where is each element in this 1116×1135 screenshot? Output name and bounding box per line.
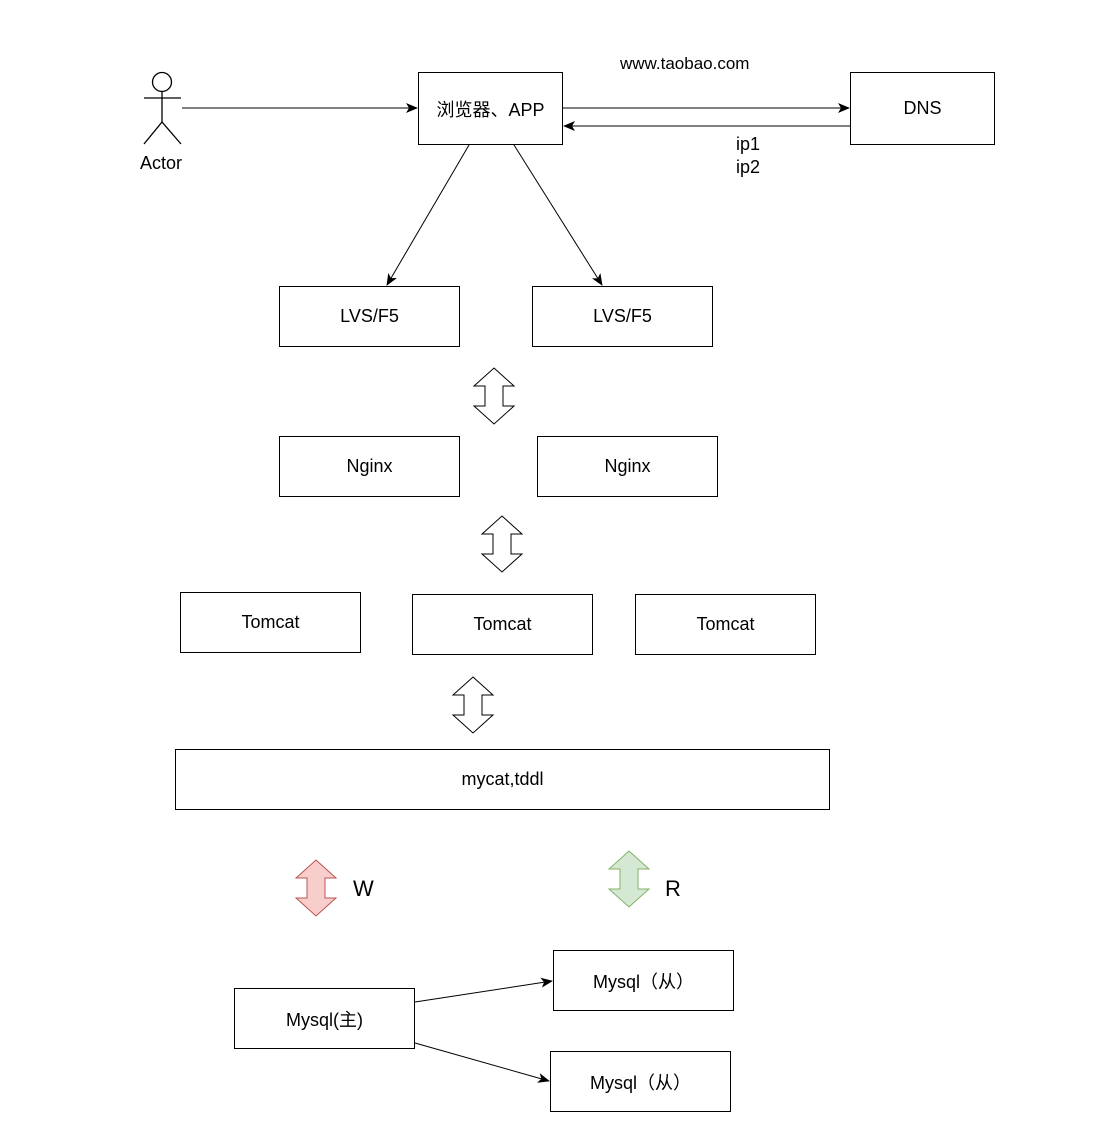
- actor-figure[interactable]: [143, 71, 182, 145]
- lvs-nginx-double-arrow: [472, 367, 516, 425]
- dns-box[interactable]: DNS: [850, 72, 995, 145]
- tomcat-middleware-double-arrow: [451, 676, 495, 734]
- write-label: W: [353, 876, 374, 901]
- nginx-box-2[interactable]: Nginx: [537, 436, 718, 497]
- tomcat-box-3[interactable]: Tomcat: [635, 594, 816, 655]
- mysql-slave-box-2[interactable]: Mysql（从）: [550, 1051, 731, 1112]
- nginx-box-1[interactable]: Nginx: [279, 436, 460, 497]
- middleware-box[interactable]: mycat,tddl: [175, 749, 830, 810]
- client-to-lvs-2-arrow: [513, 144, 603, 286]
- client-box[interactable]: 浏览器、APP: [418, 72, 563, 145]
- actor-label: Actor: [140, 153, 183, 173]
- client-to-lvs-1-arrow: [386, 144, 470, 286]
- lvs-box-2[interactable]: LVS/F5: [532, 286, 713, 347]
- lvs-box-1[interactable]: LVS/F5: [279, 286, 460, 347]
- tomcat-box-2[interactable]: Tomcat: [412, 594, 593, 655]
- tomcat-box-1[interactable]: Tomcat: [180, 592, 361, 653]
- mysql-slave-box-1[interactable]: Mysql（从）: [553, 950, 734, 1011]
- write-double-arrow: [294, 859, 338, 917]
- dns-request-label: www.taobao.com: [620, 54, 750, 73]
- master-to-slave-1-arrow: [414, 977, 553, 1003]
- dns-response-ip-1: ip1: [736, 134, 761, 154]
- master-to-slave-2-arrow: [414, 1042, 550, 1083]
- mysql-master-box[interactable]: Mysql(主): [234, 988, 415, 1049]
- dns-response-ip-2: ip2: [736, 157, 761, 177]
- nginx-tomcat-double-arrow: [480, 515, 524, 573]
- read-label: R: [665, 876, 681, 901]
- read-double-arrow: [607, 850, 651, 908]
